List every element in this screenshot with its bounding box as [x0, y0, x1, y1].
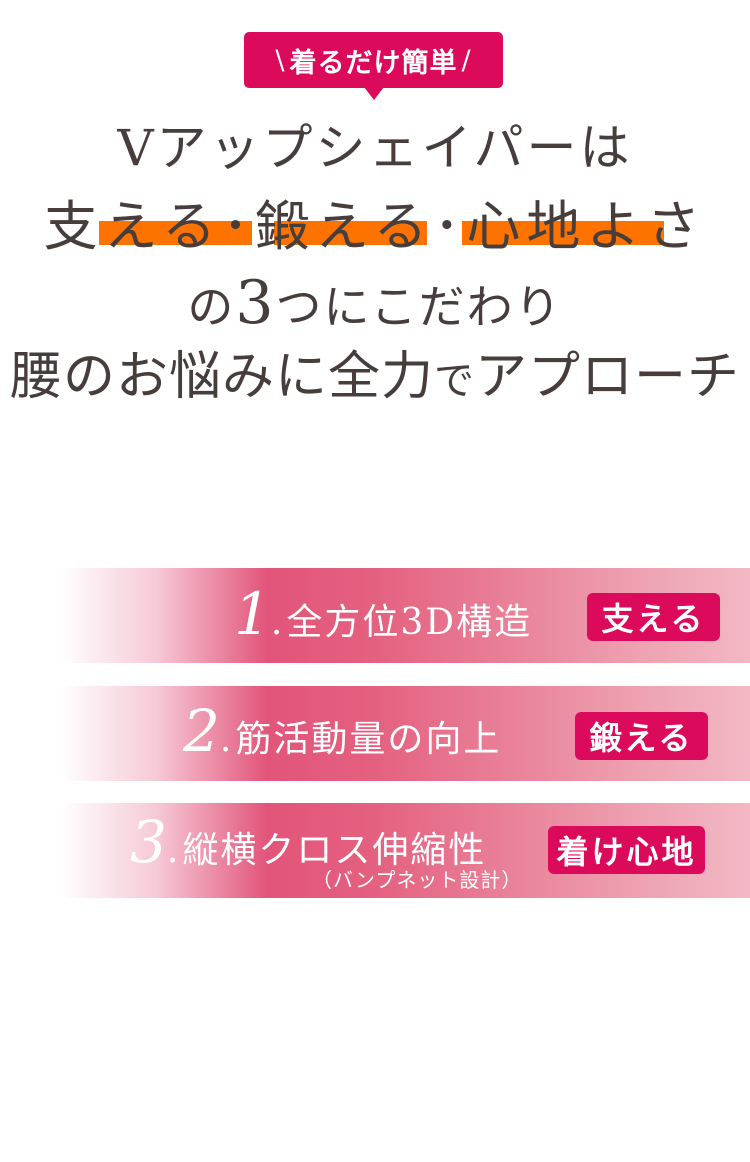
separator-dot: ･ [433, 195, 467, 258]
feature-dot: . [219, 719, 234, 760]
headline-line-4-part1: 腰のお悩みに全力 [9, 347, 434, 407]
feature-title-text: 全方位3D構造 [286, 602, 533, 643]
feature-badge-1: 支える [587, 593, 720, 641]
headline-line-1: Vアップシェイパーは [117, 119, 633, 177]
separator-dot: ･ [222, 195, 255, 258]
headline-line-3-pre: の [187, 280, 236, 334]
feature-number: 3 [130, 808, 167, 876]
headline-line-4-part3: アプローチ [475, 347, 741, 407]
highlight-bar-train [274, 221, 427, 245]
feature-title-3: 3.縦横クロス伸縮性 [130, 808, 486, 876]
feature-title-text: 筋活動量の向上 [235, 719, 502, 760]
feature-subtitle-3: （バンプネット設計） [312, 868, 523, 892]
headline-keyword-support: 支える [43, 195, 222, 258]
callout-slash-right: / [461, 44, 472, 76]
headline-line-4: 腰のお悩みに全力でアプローチ [0, 334, 750, 409]
feature-title-1: 1.全方位3D構造 [234, 580, 532, 648]
feature-dot: . [270, 602, 285, 643]
headline-keyword-train: 鍛える [255, 195, 434, 258]
feature-title-2: 2.筋活動量の向上 [183, 697, 501, 765]
feature-number: 2 [183, 697, 220, 765]
highlight-bar-support [99, 221, 252, 245]
feature-badge-2: 鍛える [575, 712, 708, 760]
headline-number-3: 3 [235, 268, 276, 338]
headline-line-3: の3つにこだわり [0, 268, 750, 338]
highlight-bar-comfort [462, 221, 664, 245]
feature-dot: . [166, 830, 181, 871]
headline-keyword-comfort: 心地よさ [466, 195, 707, 258]
callout-bubble: \ 着るだけ簡単 / [244, 32, 503, 100]
feature-number: 1 [234, 580, 271, 648]
feature-badge-3: 着け心地 [548, 826, 705, 874]
callout-slash-left: \ [275, 44, 286, 76]
headline-line-3-post: つにこだわり [275, 280, 563, 334]
headline-line-4-part2: で [434, 358, 475, 404]
callout-label: 着るだけ簡単 [289, 47, 458, 79]
headline-line-2: 支える･鍛える･心地よさ [0, 182, 750, 261]
feature-title-text: 縦横クロス伸縮性 [182, 830, 487, 871]
